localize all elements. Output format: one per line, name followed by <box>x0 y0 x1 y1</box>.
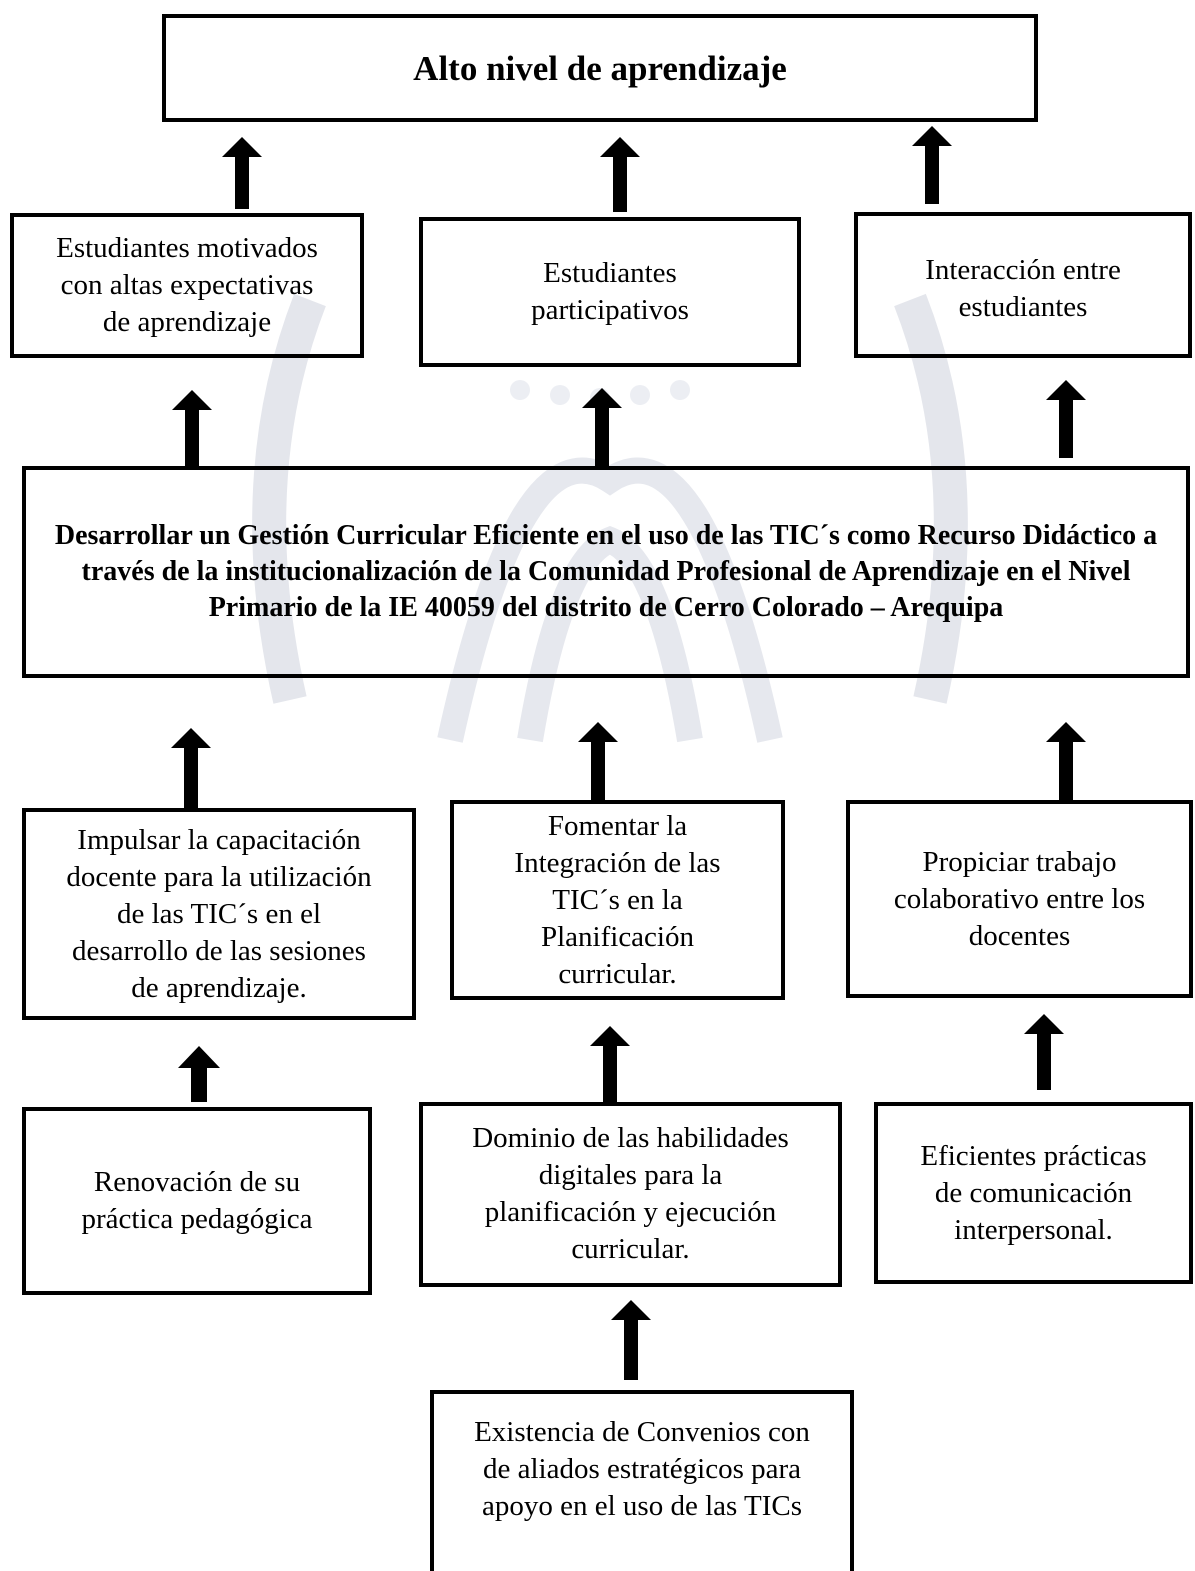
arrow-up-icon <box>578 722 618 800</box>
arrow-up-icon <box>611 1300 651 1380</box>
central-objective-text: Desarrollar un Gestión Curricular Eficie… <box>54 520 1158 623</box>
arrow-up-icon <box>912 126 952 204</box>
means-text-left: Impulsar la capacitación docente para la… <box>66 823 372 1004</box>
arrow-up-icon <box>178 1046 220 1102</box>
means-box-middle: Fomentar la Integración de las TIC´s en … <box>450 800 785 1000</box>
end-text-right: Interacción entre estudiantes <box>925 254 1121 323</box>
arrow-up-icon <box>172 390 212 466</box>
submeans-box-left: Renovación de su práctica pedagógica <box>22 1107 372 1295</box>
submeans-text-middle: Dominio de las habilidades digitales par… <box>472 1122 789 1265</box>
means-text-middle: Fomentar la Integración de las TIC´s en … <box>514 809 721 990</box>
arrow-up-icon <box>590 1026 630 1102</box>
title-box: Alto nivel de aprendizaje <box>162 14 1038 122</box>
submeans-text-left: Renovación de su práctica pedagógica <box>81 1166 313 1235</box>
arrow-up-icon <box>222 137 262 209</box>
end-box-left: Estudiantes motivados con altas expectat… <box>10 213 364 358</box>
end-box-middle: Estudiantes participativos <box>419 217 801 367</box>
means-text-right: Propiciar trabajo colaborativo entre los… <box>893 845 1146 952</box>
end-box-right: Interacción entre estudiantes <box>854 212 1192 358</box>
submeans-box-middle: Dominio de las habilidades digitales par… <box>419 1102 842 1287</box>
arrow-up-icon <box>582 388 622 466</box>
central-objective-box: Desarrollar un Gestión Curricular Eficie… <box>22 466 1190 678</box>
arrow-up-icon <box>171 728 211 808</box>
arrow-up-icon <box>1024 1014 1064 1090</box>
arrow-up-icon <box>1046 722 1086 800</box>
arrow-up-icon <box>1046 380 1086 458</box>
means-box-right: Propiciar trabajo colaborativo entre los… <box>846 800 1193 998</box>
bottom-text: Existencia de Convenios con de aliados e… <box>474 1416 810 1522</box>
means-box-left: Impulsar la capacitación docente para la… <box>22 808 416 1020</box>
title-text: Alto nivel de aprendizaje <box>413 48 787 88</box>
submeans-text-right: Eficientes prácticas de comunicación int… <box>920 1139 1147 1246</box>
end-text-left: Estudiantes motivados con altas expectat… <box>56 232 318 338</box>
arrow-up-icon <box>600 137 640 212</box>
submeans-box-right: Eficientes prácticas de comunicación int… <box>874 1102 1193 1284</box>
bottom-box: Existencia de Convenios con de aliados e… <box>430 1390 854 1571</box>
end-text-middle: Estudiantes participativos <box>531 257 689 326</box>
